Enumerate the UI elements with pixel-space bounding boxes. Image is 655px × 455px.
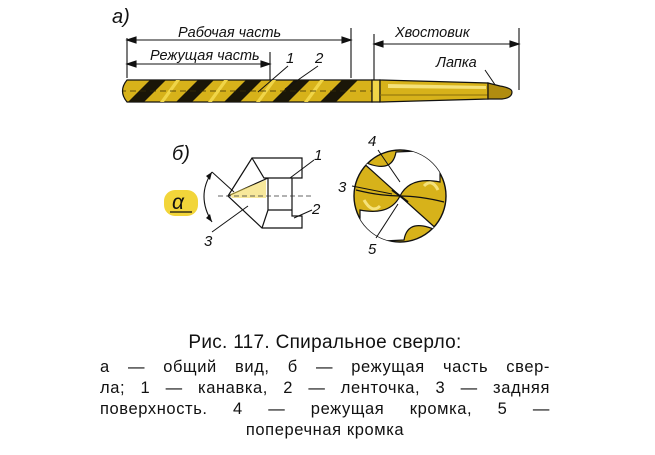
callout-3-end: 3	[338, 179, 347, 196]
drill-shank	[371, 79, 489, 103]
callout-1-side: 1	[314, 147, 322, 164]
panel-a-label: а)	[112, 6, 130, 28]
caption-title: Рис. 117. Спиральное сверло:	[188, 332, 462, 353]
working-part-label: Рабочая часть	[178, 25, 281, 41]
drill-tang	[487, 82, 513, 100]
cutting-edge-highlight	[230, 180, 266, 198]
alpha-angle-arrows	[206, 172, 212, 222]
drill-callout-leaders	[257, 65, 319, 93]
caption-line-3: поверхность. 4 — режущая кромка, 5 —	[100, 400, 550, 418]
panel-b-label: б)	[172, 143, 190, 165]
shank-label: Хвостовик	[394, 25, 471, 41]
alpha-leader	[211, 171, 235, 193]
callout-5-end: 5	[368, 241, 377, 258]
caption-line-2: ла; 1 — канавка, 2 — ленточка, 3 — задня…	[100, 379, 550, 397]
callout-4-end: 4	[368, 133, 376, 150]
caption-line-4: поперечная кромка	[245, 421, 405, 439]
alpha-badge	[164, 190, 198, 216]
caption-line-1: а — общий вид, б — режущая часть свер-	[100, 358, 550, 376]
callout-2-side: 2	[311, 201, 321, 218]
callout-3-side: 3	[204, 233, 213, 250]
working-part-dimension	[125, 28, 353, 78]
tang-label: Лапка	[435, 55, 477, 71]
cutting-part-label: Режущая часть	[150, 48, 260, 64]
figure-caption: Рис. 117. Спиральное сверло: а — общий в…	[100, 332, 550, 441]
drill-end-view	[353, 149, 447, 243]
callout-1-drill: 1	[286, 50, 294, 67]
cutting-part-dimension	[125, 52, 272, 80]
drill-figure: а) б) Рабочая часть Режущая часть Хвосто…	[112, 6, 521, 258]
side-view-leaders	[211, 159, 315, 233]
drill-body	[121, 79, 373, 103]
alpha-angle-arc	[203, 171, 213, 223]
alpha-label: α	[172, 191, 185, 214]
callout-2-drill: 2	[314, 50, 324, 67]
shank-dimension	[372, 28, 521, 90]
end-view-leaders	[351, 149, 401, 239]
